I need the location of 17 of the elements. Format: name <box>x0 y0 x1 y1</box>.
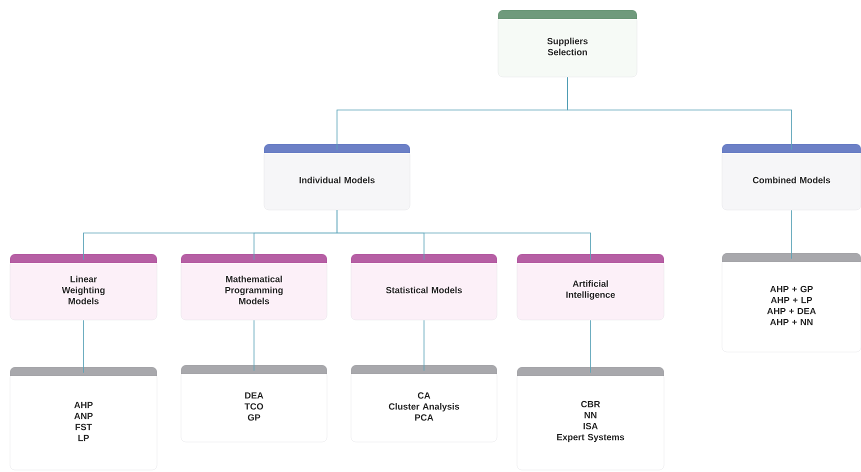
model-box: CA Cluster Analysis PCA <box>350 365 498 442</box>
model-box: AHP ANP FST LP <box>10 367 158 470</box>
model-box: Statistical Models <box>350 254 498 320</box>
model-box: Individual Models <box>264 144 410 210</box>
connector-line <box>590 320 591 374</box>
model-box: Linear Weighting Models <box>10 254 158 320</box>
model-box: Combined Models <box>722 144 861 210</box>
model-box: CBR NN ISA Expert Systems <box>516 367 664 470</box>
model-box: DEA TCO GP <box>180 365 328 442</box>
connector-line <box>83 320 84 374</box>
connector-line <box>567 76 792 150</box>
model-box: Suppliers Selection <box>498 10 638 78</box>
connector-line <box>336 210 591 260</box>
model-box: Mathematical Programming Models <box>180 254 328 320</box>
model-box: AHP + GP AHP + LP AHP + DEA AHP + NN <box>722 253 861 352</box>
model-box: Artificial Intelligence <box>516 254 664 320</box>
connector-line <box>791 210 792 260</box>
